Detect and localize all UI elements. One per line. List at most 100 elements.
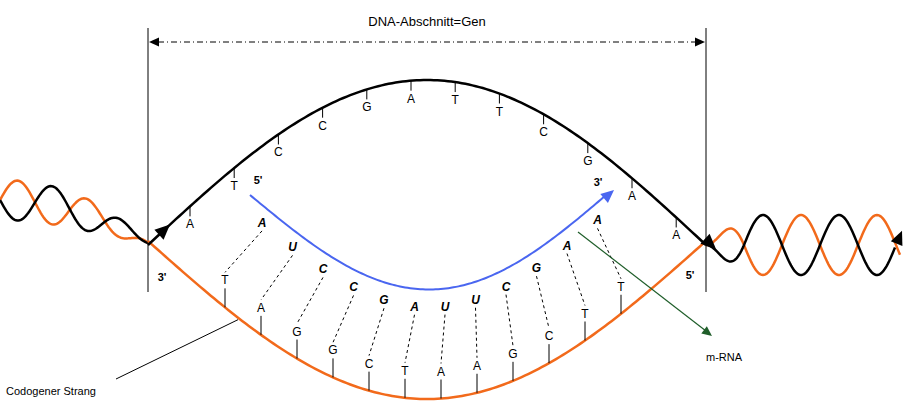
mrna-name: m-RNA [706,352,742,363]
base-pair-line [476,308,478,358]
strand-end-label: 3' [594,177,603,188]
coding-strand-base: T [452,94,459,106]
base-pair-line [405,315,415,363]
coding-strand-base: T [231,180,238,192]
template-strand-base: T [581,308,588,320]
base-tick [278,134,279,144]
mrna-base: U [471,294,480,306]
dimension-arrowhead [695,38,705,47]
base-tick [621,295,622,314]
template-strand-base: G [328,344,337,356]
base-tick [297,340,298,359]
strand-arrowhead [700,234,716,249]
base-tick [369,372,370,391]
leader-arrowhead [701,326,712,336]
mrna-base: C [319,263,328,275]
base-tick [676,217,677,227]
template-strand-base: A [257,302,265,314]
coding-strand-base: G [362,101,371,113]
base-tick [441,380,442,399]
base-pair-line [441,315,445,364]
mrna-arrowhead [600,190,614,203]
base-tick [499,94,500,104]
coding-strand-base: A [628,190,636,202]
helix-strand [0,186,148,243]
mrna-base: A [410,301,419,313]
gene-bound-line [148,28,149,292]
strand-arrowhead [891,231,903,246]
base-tick [543,114,544,124]
base-tick [190,206,191,216]
base-pair-line [598,228,622,278]
coding-strand-base: C [539,126,548,138]
coding-strand-base: C [318,120,327,132]
base-tick [632,178,633,188]
base-pair-line [567,254,585,306]
base-tick [455,82,456,92]
mrna-base: A [258,217,267,229]
helix-strand [706,215,895,275]
gene-bound-line [706,28,707,292]
mrna-base: C [502,281,511,293]
mrna-base: U [441,301,450,313]
coding-strand-base: G [583,155,592,167]
leader-line [578,232,706,331]
template-strand-base: G [508,348,517,360]
base-pair-line [297,277,323,323]
base-pair-line [333,295,354,342]
coding-strand-base: A [407,93,415,105]
strand-end-label: 5' [686,270,695,281]
coding-strand-base: T [496,106,503,118]
strand-end-label: 3' [158,272,167,283]
dimension-label: DNA-Abschnitt=Gen [368,15,485,28]
mrna-base: A [563,240,572,252]
mrna-base: C [349,281,358,293]
base-tick [585,322,586,341]
base-tick [322,108,323,118]
base-tick [405,379,406,398]
base-tick [587,143,588,153]
base-pair-line [506,295,513,346]
base-tick [234,168,235,178]
mrna-base: G [379,294,388,306]
strand-arrowhead [154,225,170,240]
base-pair-line [261,255,293,299]
template-strand-base: C [365,358,374,370]
template-strand-base: G [292,326,301,338]
base-tick [477,374,478,393]
template-strand-base: C [545,330,554,342]
base-pair-line [537,276,550,328]
leader-line [116,320,238,379]
template-strand-base: T [617,281,624,293]
mrna-base: G [532,262,541,274]
base-tick [513,362,514,381]
coding-strand [148,80,706,245]
dimension-line [158,42,696,43]
dimension-arrowhead [149,38,159,47]
base-tick [411,81,412,91]
helix-strand [706,215,900,275]
coding-strand-base: A [186,218,194,230]
base-tick [261,316,262,335]
mrna-base: A [593,214,602,226]
template-strand-base: A [437,366,445,378]
mrna-base: U [288,241,297,253]
template-strand-base: A [473,360,481,372]
strand-end-label: 5' [254,175,263,186]
coding-strand-base: A [672,229,680,241]
strand-name: Codogener Strang [6,386,96,397]
coding-strand-base: C [274,146,283,158]
base-pair-line [369,308,384,355]
base-tick [549,344,550,363]
base-tick [366,89,367,99]
base-tick [225,288,226,307]
template-strand-base: T [221,274,228,286]
template-strand-base: T [401,365,408,377]
base-tick [333,358,334,377]
base-pair-line [225,231,262,272]
template-strand [148,241,706,399]
helix-strand [0,181,148,243]
mrna-strand [250,195,606,290]
